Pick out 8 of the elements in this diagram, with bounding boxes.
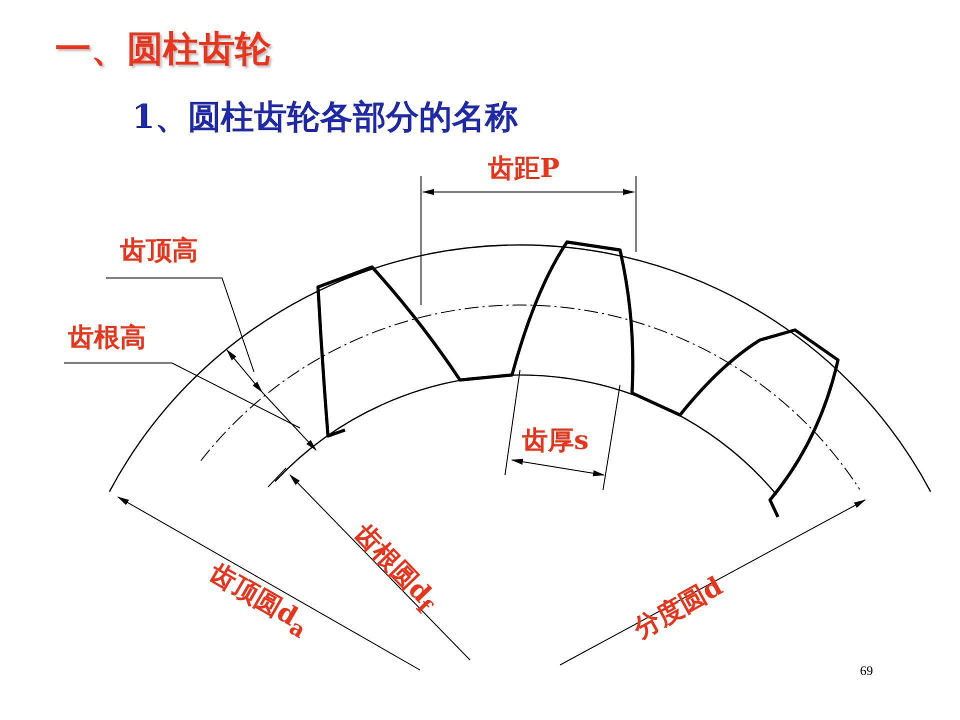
page-number: 69 (860, 664, 873, 677)
slide-title: 一、圆柱齿轮 (55, 32, 271, 68)
dimension-label: 齿顶高 (120, 238, 198, 264)
dimension-label: 齿厚s (522, 428, 589, 454)
dimension-label: 齿根高 (68, 325, 146, 351)
dimension-label: 分度圆d (630, 573, 727, 643)
dimension-label: 齿距P (488, 156, 560, 182)
slide-subtitle: 1、圆柱齿轮各部分的名称 (132, 100, 518, 133)
